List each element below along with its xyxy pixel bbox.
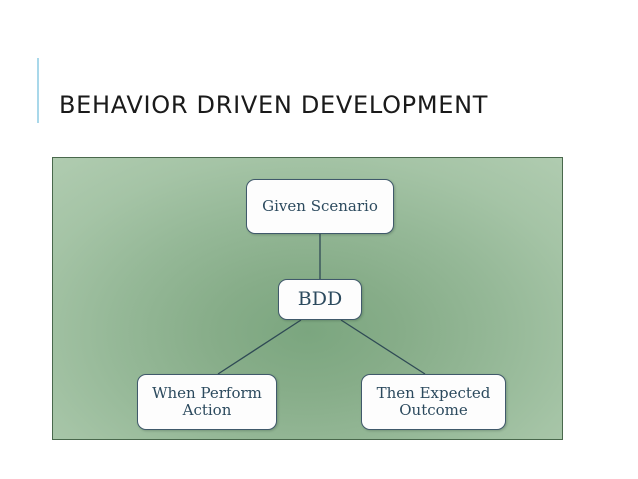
node-when-perform-action-label: When Perform Action — [152, 384, 262, 419]
title-accent-bar — [37, 58, 39, 123]
node-then-expected-outcome[interactable]: Then Expected Outcome — [361, 374, 506, 430]
node-then-expected-outcome-label: Then Expected Outcome — [376, 384, 491, 419]
node-when-perform-action[interactable]: When Perform Action — [137, 374, 277, 430]
connector-bdd-to-then — [340, 319, 426, 375]
diagram-panel: Given Scenario BDD When Perform Action T… — [52, 157, 563, 440]
node-bdd[interactable]: BDD — [278, 279, 362, 320]
node-given-scenario-label: Given Scenario — [262, 197, 378, 216]
node-given-scenario[interactable]: Given Scenario — [246, 179, 394, 234]
connector-bdd-to-when — [217, 319, 302, 375]
page-title: BEHAVIOR DRIVEN DEVELOPMENT — [59, 91, 489, 120]
node-bdd-label: BDD — [297, 287, 343, 310]
